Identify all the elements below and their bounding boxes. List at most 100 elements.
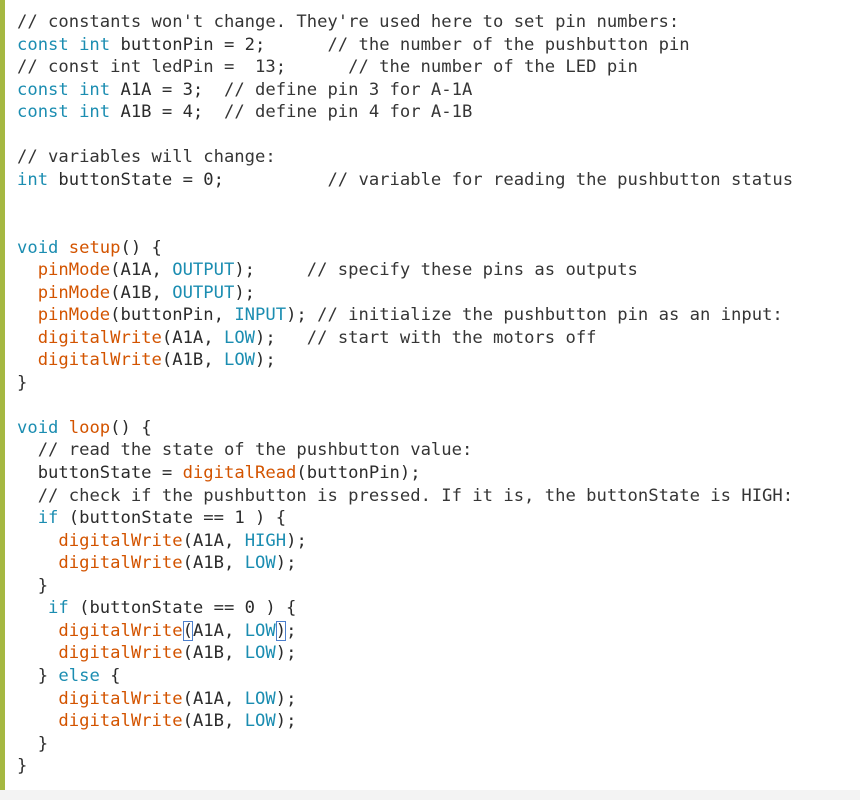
code-line[interactable]: int buttonState = 0; // variable for rea… [17,169,793,192]
code-token: digitalWrite [58,530,183,551]
code-token: (A1B, [161,350,224,371]
code-line[interactable]: void loop() { [17,417,152,440]
code-token [17,350,38,370]
code-line[interactable]: buttonState = digitalRead(buttonPin); [17,462,421,485]
code-token: ); [286,305,318,326]
code-line[interactable]: digitalWrite(A1A, LOW); // start with th… [17,327,597,350]
code-token: LOW [244,711,276,732]
code-token: (A1A, [182,530,245,551]
code-token [17,643,58,663]
code-token: (A1B, [182,643,245,664]
code-token: (A1A, [161,327,224,348]
code-token: // variable for reading the pushbutton s… [327,169,794,190]
code-token: int [17,169,49,190]
code-token [17,508,38,528]
code-token: LOW [223,327,256,348]
code-line[interactable]: // constants won't change. They're used … [17,11,679,34]
code-token [17,621,58,641]
code-token: void [17,237,59,258]
code-token: LOW [244,688,276,709]
code-token [17,598,48,618]
code-token [17,486,38,506]
editor-gutter-bar [0,0,5,790]
code-token: // start with the motors off [306,327,597,348]
code-token: ); [255,350,276,371]
code-token: LOW [223,350,256,371]
code-token: } [17,665,59,686]
code-token: // constants won't change. They're used … [17,12,680,32]
code-token: OUTPUT [172,260,235,281]
code-line[interactable]: const int A1B = 4; // define pin 4 for A… [17,101,472,124]
code-token: pinMode [37,260,111,281]
code-line[interactable]: } [17,755,27,778]
code-token [17,283,38,303]
code-token: ); [234,282,256,303]
code-token: // const int ledPin = 13; // the number … [17,57,638,78]
code-token [17,553,58,573]
code-token: const int [17,102,111,123]
code-token: if [48,598,69,619]
code-line[interactable]: // variables will change: [17,146,276,169]
code-line[interactable]: const int A1A = 3; // define pin 3 for A… [17,79,472,102]
code-token: LOW [244,643,276,664]
code-token [17,711,58,731]
code-token [17,440,38,460]
code-line[interactable]: // check if the pushbutton is pressed. I… [17,485,793,508]
code-token: void [17,417,59,438]
code-token: digitalWrite [58,711,183,732]
code-token: buttonState = [17,463,183,483]
code-token [58,418,68,438]
code-token: } [17,372,28,393]
code-token: } [17,756,28,777]
code-token: // specify these pins as outputs [306,260,638,281]
code-token: if [37,508,59,529]
code-token: LOW [244,620,276,641]
code-line[interactable]: digitalWrite(A1A, HIGH); [17,530,307,553]
code-token: // the number of the pushbutton pin [327,34,690,55]
code-token: const int [17,79,111,100]
code-line[interactable]: digitalWrite(A1B, LOW); [17,349,276,372]
code-line[interactable]: } [17,372,27,395]
code-line[interactable]: } else { [17,665,121,688]
code-line[interactable]: void setup() { [17,237,162,260]
code-token: // read the state of the pushbutton valu… [37,440,473,461]
code-token: (A1A, [110,260,173,281]
code-token: { [99,665,121,686]
code-line[interactable]: digitalWrite(A1B, LOW); [17,552,296,575]
code-line[interactable]: // read the state of the pushbutton valu… [17,439,473,462]
code-line[interactable]: digitalWrite(A1A, LOW); [17,688,296,711]
code-token [17,305,38,325]
code-token: } [17,575,49,596]
code-token: ); [286,530,307,551]
code-token: digitalWrite [37,327,162,348]
code-line[interactable]: pinMode(A1A, OUTPUT); // specify these p… [17,259,638,282]
code-token: (A1B, [182,553,245,574]
code-token: ; [286,620,297,641]
code-token: pinMode [37,282,111,303]
code-line[interactable]: pinMode(A1B, OUTPUT); [17,282,255,305]
code-token: else [58,665,100,686]
code-token: digitalWrite [58,643,183,664]
code-line[interactable]: } [17,733,48,756]
code-token: (buttonState == 0 ) { [68,598,297,619]
code-line[interactable]: const int buttonPin = 2; // the number o… [17,34,690,57]
code-token: // define pin 4 for A-1B [223,102,473,123]
code-line[interactable]: // const int ledPin = 13; // the number … [17,56,638,79]
code-line[interactable]: digitalWrite(A1B, LOW); [17,642,296,665]
code-token [17,260,38,280]
code-line[interactable]: if (buttonState == 1 ) { [17,507,286,530]
code-token: loop [68,417,111,438]
code-token: setup [68,237,121,258]
matched-bracket: ) [275,620,287,641]
code-token: buttonPin = 2; [110,34,328,55]
code-line[interactable]: if (buttonState == 0 ) { [17,597,296,620]
code-token [58,238,68,258]
code-line[interactable]: digitalWrite(A1A, LOW); [17,620,296,643]
code-token: (buttonPin, [110,305,235,326]
code-line[interactable]: } [17,575,48,598]
matched-bracket: ( [182,620,193,641]
code-line[interactable]: pinMode(buttonPin, INPUT); // initialize… [17,304,783,327]
code-token: ); [255,327,307,348]
code-line[interactable]: digitalWrite(A1B, LOW); [17,710,296,733]
